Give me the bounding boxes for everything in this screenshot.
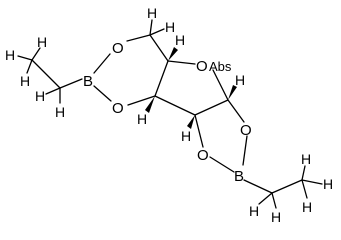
bond-c1-o-right xyxy=(227,99,245,123)
bond-c4-o-bridge xyxy=(167,60,196,65)
h-stereo-upper: H xyxy=(175,32,185,48)
bond-ch3-h-top xyxy=(31,47,41,61)
bond-layer xyxy=(17,19,323,209)
bond-ch3-h-right-end xyxy=(301,179,323,185)
bond-c4-c3 xyxy=(154,60,169,97)
h-stereo-right: H xyxy=(235,72,245,88)
bond-b-ch2-right xyxy=(243,179,273,194)
molecule-diagram: O B O O Abs O O B H H H H H H H H H H H … xyxy=(5,5,333,225)
atom-o-furan-bridge: O xyxy=(196,58,208,75)
bond-ch3-ch2-left xyxy=(31,59,61,89)
bond-o-right-b xyxy=(242,135,248,166)
h-ethyl-right-ch2-bottom: H xyxy=(271,209,281,225)
atom-b-right: B xyxy=(234,168,244,185)
bond-b-o-bottom xyxy=(209,156,235,173)
h-stereo-lower-mid: H xyxy=(181,128,191,144)
atom-label-layer: O B O O Abs O O B xyxy=(83,40,252,185)
bond-ch2-c4 xyxy=(149,34,169,62)
h-ch2-right: H xyxy=(165,19,175,35)
atom-o-dioxaborolane-bottom: O xyxy=(197,147,209,164)
wedge-c1-h xyxy=(228,85,237,100)
h-ethyl-right-bottom: H xyxy=(302,199,312,215)
h-stereo-lower-left: H xyxy=(137,111,147,127)
bond-ch2-h-top xyxy=(149,19,153,36)
h-ethyl-left-left: H xyxy=(5,47,15,63)
bond-o-ch2-upper xyxy=(126,34,151,42)
hydrogen-label-layer: H H H H H H H H H H H H H H H H xyxy=(5,5,333,225)
bond-ch3-h-right-bottom xyxy=(301,179,308,199)
bond-ch2-h-right xyxy=(149,28,165,36)
bond-ch2-b-left xyxy=(59,78,83,89)
bond-ch2-h-right-bottom xyxy=(271,192,277,209)
bond-ch2-h-upper xyxy=(45,87,61,95)
wedge-c2-h xyxy=(187,115,195,129)
h-ethyl-right-end: H xyxy=(323,176,333,192)
bond-ch3-h-bottom xyxy=(26,59,33,74)
h-ethyl-right-top: H xyxy=(301,151,311,167)
atom-o-ring-lower-left: O xyxy=(112,100,124,117)
bond-c1-c2 xyxy=(194,99,229,116)
bond-c3-o-lower xyxy=(127,95,156,106)
h-ethyl-left-ch2-upper: H xyxy=(35,88,45,104)
bond-ch3-h-right-top xyxy=(301,165,306,181)
bond-ch3-h-left xyxy=(17,55,33,61)
bond-o-bridge-c1 xyxy=(212,69,229,101)
wedge-layer xyxy=(145,47,237,129)
bond-b-o-upper xyxy=(93,53,111,74)
h-ethyl-left-bottom: H xyxy=(20,73,30,89)
bond-ch2-ch3-right xyxy=(271,179,303,194)
wedge-c3-h xyxy=(145,96,155,113)
bond-o-bottom-c2 xyxy=(194,114,204,148)
stereo-abs-flag: Abs xyxy=(209,59,232,74)
atom-o-dioxaborolane-right: O xyxy=(240,122,252,139)
bond-o-lower-b xyxy=(93,85,112,102)
atom-b-left: B xyxy=(83,73,93,90)
bond-ch2-h-right-left xyxy=(258,192,273,205)
h-ch2-top: H xyxy=(147,5,157,21)
h-ethyl-left-ch2-lower: H xyxy=(55,104,65,120)
h-ethyl-right-ch2-left: H xyxy=(249,203,259,219)
wedge-c4-h xyxy=(168,47,178,61)
bond-c2-c3 xyxy=(154,95,196,116)
atom-o-ring-upper-left: O xyxy=(112,40,124,57)
h-ethyl-left-top: H xyxy=(37,34,47,50)
